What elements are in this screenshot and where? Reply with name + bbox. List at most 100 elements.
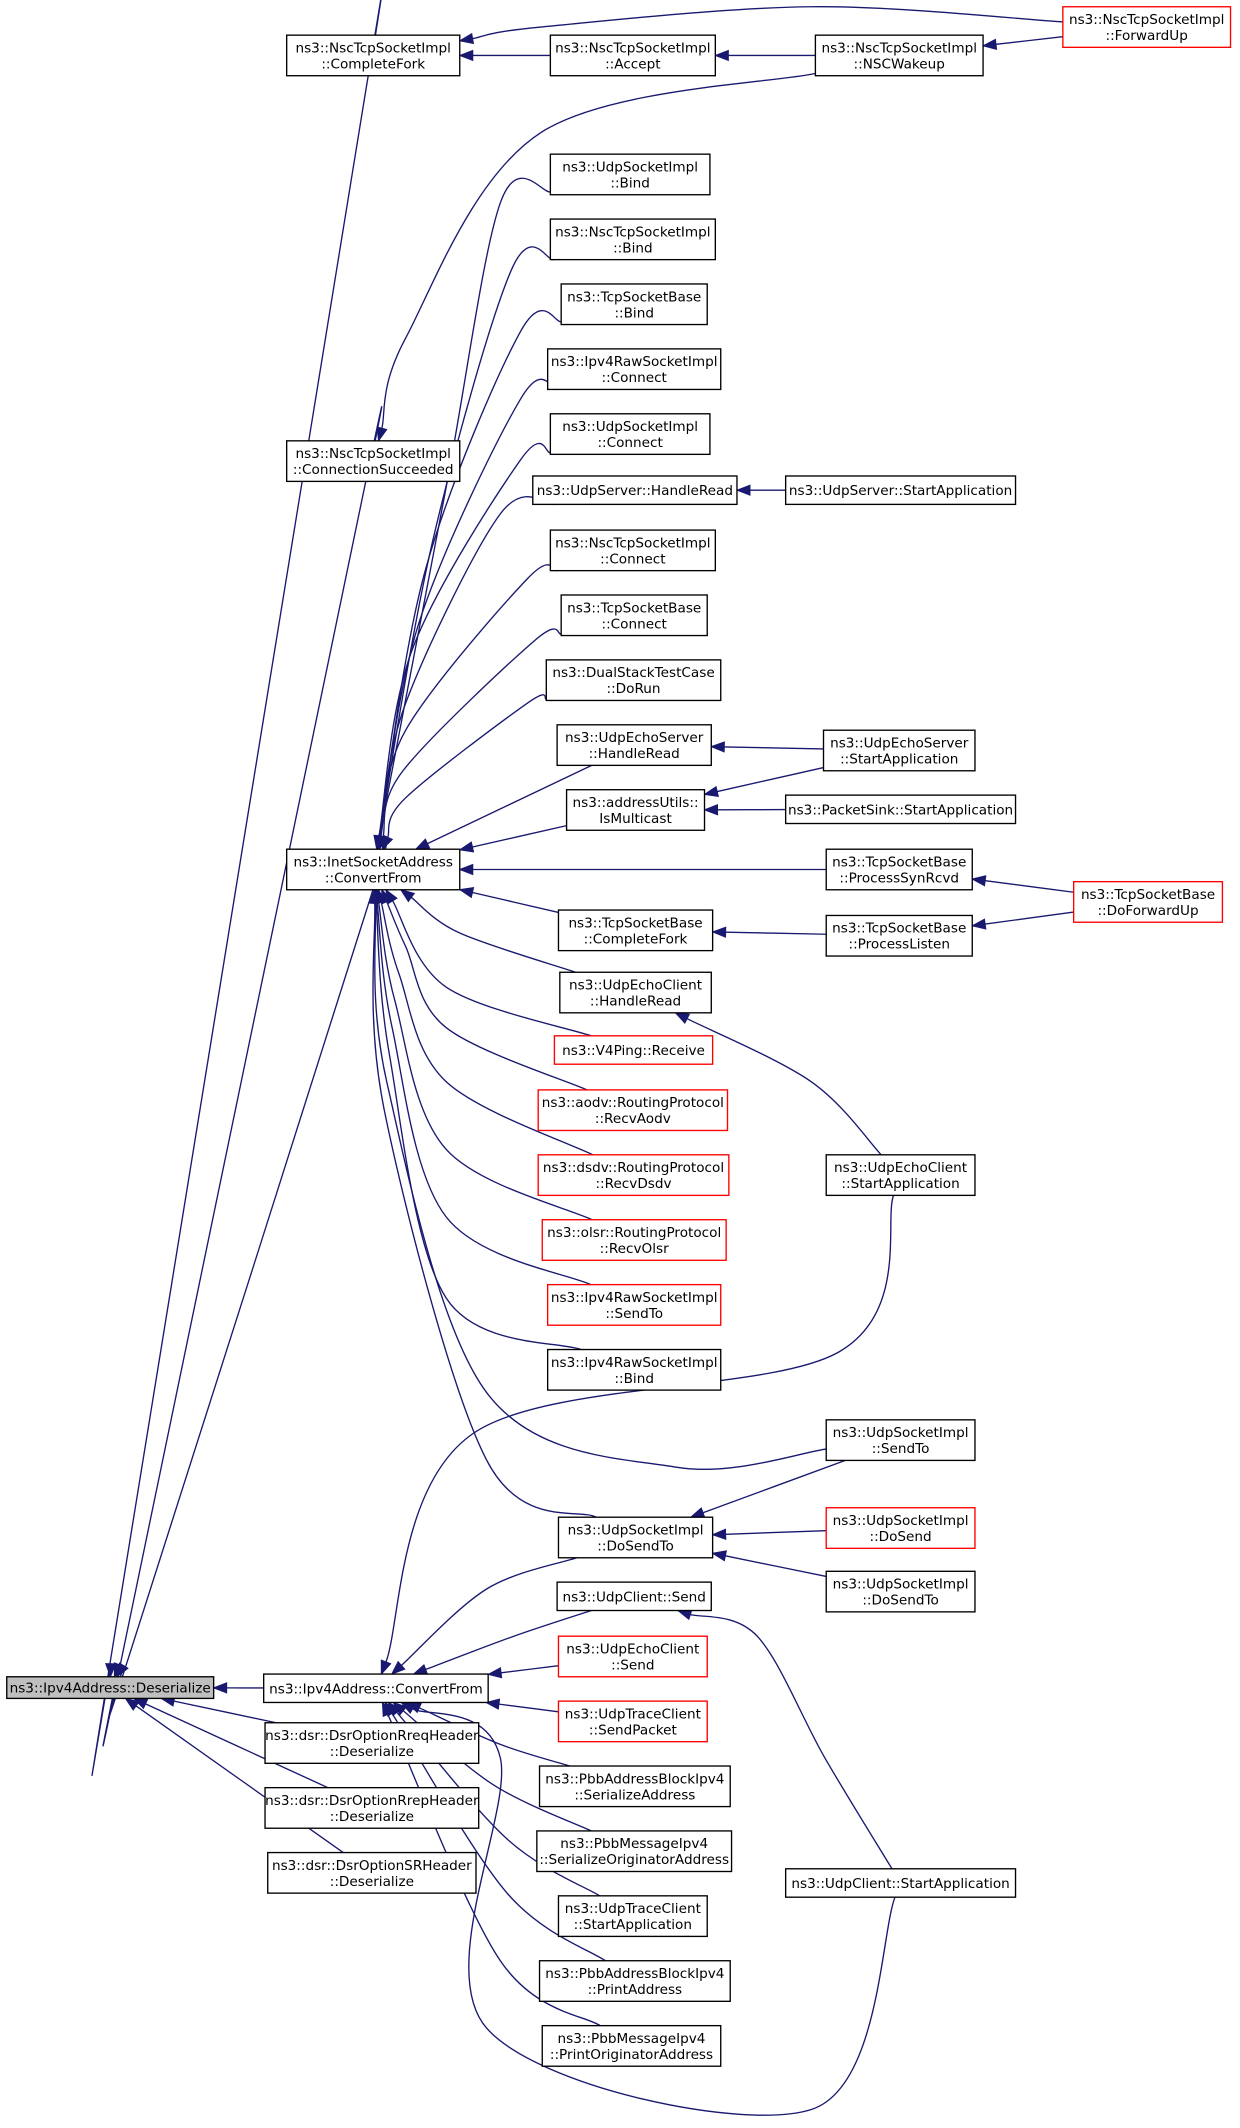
- arrowhead-icon: [735, 484, 751, 496]
- node-udpechoclient-handleread[interactable]: ns3::UdpEchoClient::HandleRead: [559, 971, 712, 1014]
- node-addressutils-ismulticast[interactable]: ns3::addressUtils::IsMulticast: [565, 789, 706, 831]
- call-edge: [124, 1697, 344, 1854]
- node-pbbmsg-serializeorig[interactable]: ns3::PbbMessageIpv4::SerializeOriginator…: [536, 1830, 733, 1873]
- node-packetsink-startapp[interactable]: ns3::PacketSink::StartApplication: [784, 794, 1017, 825]
- call-edge: [703, 766, 824, 798]
- node-label: ::Connect: [597, 435, 662, 451]
- node-label: ::StartApplication: [841, 1176, 959, 1192]
- node-label: ::ProcessListen: [849, 937, 950, 953]
- node-udpechoclient-startapp[interactable]: ns3::UdpEchoClient::StartApplication: [825, 1154, 976, 1197]
- node-ipv4-deserialize[interactable]: ns3::Ipv4Address::Deserialize: [6, 1676, 215, 1700]
- node-ipv4raw-connect[interactable]: ns3::Ipv4RawSocketImpl::Connect: [546, 348, 722, 391]
- node-label: ns3::addressUtils::: [573, 795, 699, 811]
- node-nsc-forwardup[interactable]: ns3::NscTcpSocketImpl::ForwardUp: [1062, 6, 1232, 49]
- node-dsr-rreq-deserialize[interactable]: ns3::dsr::DsrOptionRreqHeader::Deseriali…: [264, 1722, 480, 1764]
- node-label: ns3::UdpTraceClient: [565, 1901, 701, 1917]
- node-udpechoclient-send[interactable]: ns3::UdpEchoClient::Send: [557, 1635, 708, 1678]
- node-nsc-bind[interactable]: ns3::NscTcpSocketImpl::Bind: [549, 218, 717, 261]
- call-edge: [380, 1195, 895, 1676]
- node-box: [549, 153, 711, 196]
- node-label: ns3::PbbMessageIpv4: [560, 1836, 708, 1852]
- arrowhead-icon: [970, 875, 987, 887]
- node-box: [545, 659, 722, 702]
- node-label: ns3::dsdv::RoutingProtocol: [543, 1160, 724, 1176]
- node-udpsock-dosendto-right[interactable]: ns3::UdpSocketImpl::DoSendTo: [825, 1570, 976, 1613]
- node-tcpbase-bind[interactable]: ns3::TcpSocketBase::Bind: [560, 283, 708, 326]
- node-nsc-completefork[interactable]: ns3::NscTcpSocketImpl::CompleteFork: [285, 34, 461, 77]
- node-aodv-recvaodv[interactable]: ns3::aodv::RoutingProtocol::RecvAodv: [537, 1089, 729, 1132]
- node-tcpbase-connect[interactable]: ns3::TcpSocketBase::Connect: [560, 594, 708, 637]
- node-box: [538, 1765, 731, 1808]
- node-box: [825, 848, 973, 891]
- node-pbbmsg-printorig[interactable]: ns3::PbbMessageIpv4::PrintOriginatorAddr…: [541, 2024, 722, 2067]
- arrowhead-icon: [381, 1701, 394, 1718]
- node-box: [560, 283, 708, 326]
- node-tcpbase-processsynrcvd[interactable]: ns3::TcpSocketBase::ProcessSynRcvd: [825, 848, 973, 891]
- node-box: [825, 1154, 976, 1197]
- node-box: [557, 1895, 708, 1938]
- node-tcpbase-processlisten[interactable]: ns3::TcpSocketBase::ProcessListen: [825, 914, 973, 957]
- node-tcpbase-completefork[interactable]: ns3::TcpSocketBase::CompleteFork: [557, 909, 714, 952]
- call-edge: [484, 1698, 559, 1713]
- call-edge: [373, 309, 562, 851]
- call-edge: [102, 406, 383, 1747]
- node-label: ::DoRun: [607, 681, 661, 697]
- node-udptraceclient-startapp[interactable]: ns3::UdpTraceClient::StartApplication: [557, 1895, 708, 1938]
- node-label: ns3::V4Ping::Receive: [562, 1043, 705, 1059]
- node-label: ::RecvDsdv: [595, 1176, 671, 1192]
- node-label: ::StartApplication: [840, 751, 958, 767]
- node-label: ns3::NscTcpSocketImpl: [1069, 12, 1224, 28]
- node-udpsock-dosend[interactable]: ns3::UdpSocketImpl::DoSend: [825, 1507, 976, 1549]
- node-label: ns3::UdpSocketImpl: [833, 1577, 969, 1593]
- node-box: [822, 729, 976, 772]
- node-ipv4-convertfrom[interactable]: ns3::Ipv4Address::ConvertFrom: [263, 1673, 489, 1704]
- node-udpclient-send[interactable]: ns3::UdpClient::Send: [556, 1581, 712, 1612]
- node-dsr-rrep-deserialize[interactable]: ns3::dsr::DsrOptionRrepHeader::Deseriali…: [264, 1786, 480, 1829]
- node-v4ping-receive[interactable]: ns3::V4Ping::Receive: [553, 1035, 714, 1065]
- node-box: [264, 1786, 480, 1829]
- node-udpsock-dosendto-mid[interactable]: ns3::UdpSocketImpl::DoSendTo: [557, 1516, 714, 1559]
- node-box: [549, 529, 717, 572]
- node-box: [553, 1035, 714, 1065]
- call-edge: [735, 484, 786, 496]
- node-udpsock-connect[interactable]: ns3::UdpSocketImpl::Connect: [549, 413, 711, 456]
- arrowhead-icon: [124, 1697, 140, 1711]
- node-tcpbase-doforwardup[interactable]: ns3::TcpSocketBase::DoForwardUp: [1073, 880, 1224, 923]
- node-udpechoserver-startapp[interactable]: ns3::UdpEchoServer::StartApplication: [822, 729, 976, 772]
- node-pbbaddr-printaddress[interactable]: ns3::PbbAddressBlockIpv4::PrintAddress: [538, 1960, 731, 2002]
- arrowhead-icon: [414, 838, 431, 850]
- node-label: ::Connect: [602, 616, 667, 632]
- node-pbbaddr-serializeaddress[interactable]: ns3::PbbAddressBlockIpv4::SerializeAddre…: [538, 1765, 731, 1808]
- arrowhead-icon: [676, 1609, 693, 1621]
- node-label: ::Bind: [614, 1371, 654, 1387]
- node-label: ns3::UdpSocketImpl: [833, 1425, 969, 1441]
- node-dsdv-recvdsdv[interactable]: ns3::dsdv::RoutingProtocol::RecvDsdv: [537, 1154, 730, 1197]
- node-dualstack-dorun[interactable]: ns3::DualStackTestCase::DoRun: [545, 659, 722, 702]
- node-ipv4raw-bind[interactable]: ns3::Ipv4RawSocketImpl::Bind: [546, 1348, 722, 1391]
- node-udptraceclient-sendpacket[interactable]: ns3::UdpTraceClient::SendPacket: [557, 1700, 708, 1743]
- node-udpserver-handleread[interactable]: ns3::UdpServer::HandleRead: [532, 475, 738, 506]
- node-udpsock-sendto[interactable]: ns3::UdpSocketImpl::SendTo: [825, 1419, 976, 1462]
- node-label: ns3::PbbAddressBlockIpv4: [545, 1966, 724, 1982]
- node-box: [546, 1348, 722, 1391]
- call-edge: [458, 863, 827, 876]
- node-label: ::Connect: [602, 370, 667, 386]
- node-box: [549, 34, 717, 77]
- node-ipv4raw-sendto[interactable]: ns3::Ipv4RawSocketImpl::SendTo: [546, 1283, 722, 1326]
- arrowhead-icon: [703, 804, 719, 816]
- node-udpclient-startapp[interactable]: ns3::UdpClient::StartApplication: [784, 1868, 1017, 1898]
- node-olsr-recvolsr[interactable]: ns3::olsr::RoutingProtocol::RecvOlsr: [541, 1219, 727, 1261]
- node-box: [565, 789, 706, 831]
- node-label: ::Accept: [605, 56, 661, 72]
- node-nsc-connsucceeded[interactable]: ns3::NscTcpSocketImpl::ConnectionSucceed…: [285, 440, 461, 483]
- node-udpsock-bind[interactable]: ns3::UdpSocketImpl::Bind: [549, 153, 711, 196]
- node-nsc-connect[interactable]: ns3::NscTcpSocketImpl::Connect: [549, 529, 717, 572]
- arrowhead-icon: [981, 38, 998, 50]
- node-label: ns3::Ipv4RawSocketImpl: [551, 1355, 718, 1371]
- node-inetsock-convertfrom[interactable]: ns3::InetSocketAddress::ConvertFrom: [285, 848, 461, 891]
- node-nsc-nscwakeup[interactable]: ns3::NscTcpSocketImpl::NSCWakeup: [814, 34, 984, 77]
- node-udpserver-startapp[interactable]: ns3::UdpServer::StartApplication: [784, 475, 1017, 506]
- node-dsr-sr-deserialize[interactable]: ns3::dsr::DsrOptionSRHeader::Deserialize: [267, 1851, 477, 1894]
- node-nsc-accept[interactable]: ns3::NscTcpSocketImpl::Accept: [549, 34, 717, 77]
- node-udpechoserver-handleread[interactable]: ns3::UdpEchoServer::HandleRead: [556, 724, 712, 767]
